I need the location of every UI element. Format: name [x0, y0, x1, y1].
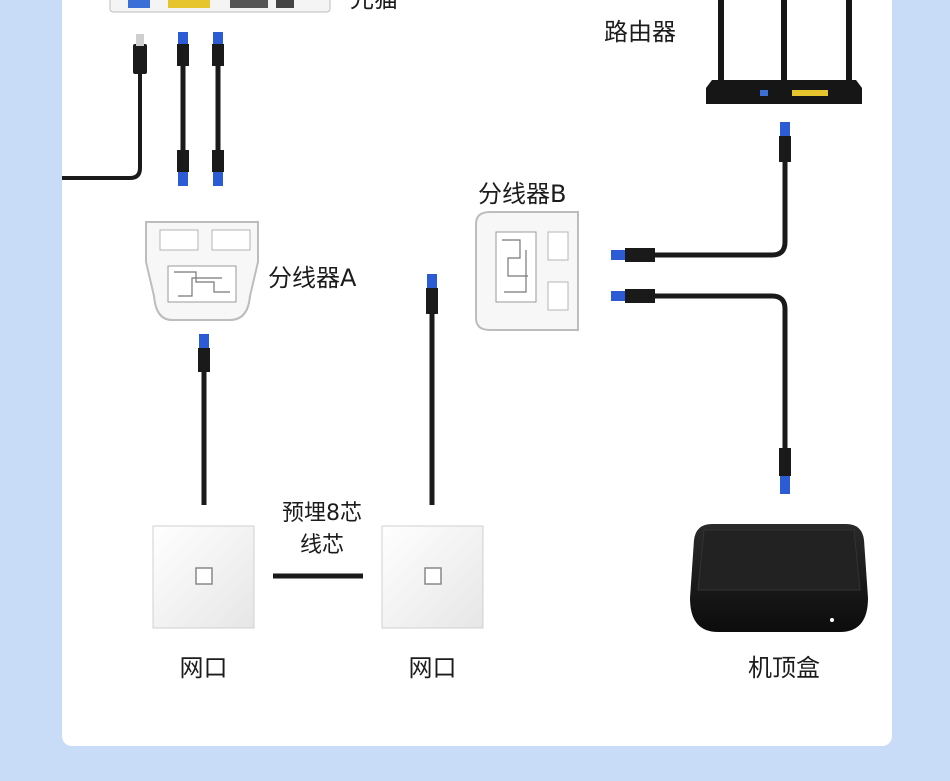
splitter-b-device — [475, 211, 579, 331]
set-top-box-label: 机顶盒 — [748, 654, 820, 682]
embedded-line-label-1: 预埋8芯 — [282, 501, 362, 526]
embedded-line-label-2: 线芯 — [299, 533, 344, 558]
splitter-a-device — [145, 221, 259, 321]
cable-splitter-a-to-left-port — [198, 334, 210, 505]
splitter-b-label: 分线器B — [478, 180, 567, 208]
modem-device — [109, 0, 331, 13]
router-device — [706, 0, 862, 104]
router-label: 路由器 — [604, 18, 676, 46]
set-top-box-device — [690, 524, 868, 632]
cable-right-port-up — [426, 274, 438, 505]
splitter-a-label: 分线器A — [268, 264, 357, 292]
cable-splitter-b-to-set-top-box — [611, 289, 791, 494]
wall-port-left — [152, 525, 255, 629]
fiber-cable — [62, 34, 147, 180]
cable-splitter-b-to-router — [611, 122, 791, 262]
patch-cables-modem-to-splitter-a — [177, 32, 224, 186]
wall-port-right — [381, 525, 484, 629]
wall-port-left-label: 网口 — [179, 654, 228, 682]
wall-port-right-label: 网口 — [408, 654, 457, 682]
modem-label: 光猫 — [350, 0, 398, 13]
